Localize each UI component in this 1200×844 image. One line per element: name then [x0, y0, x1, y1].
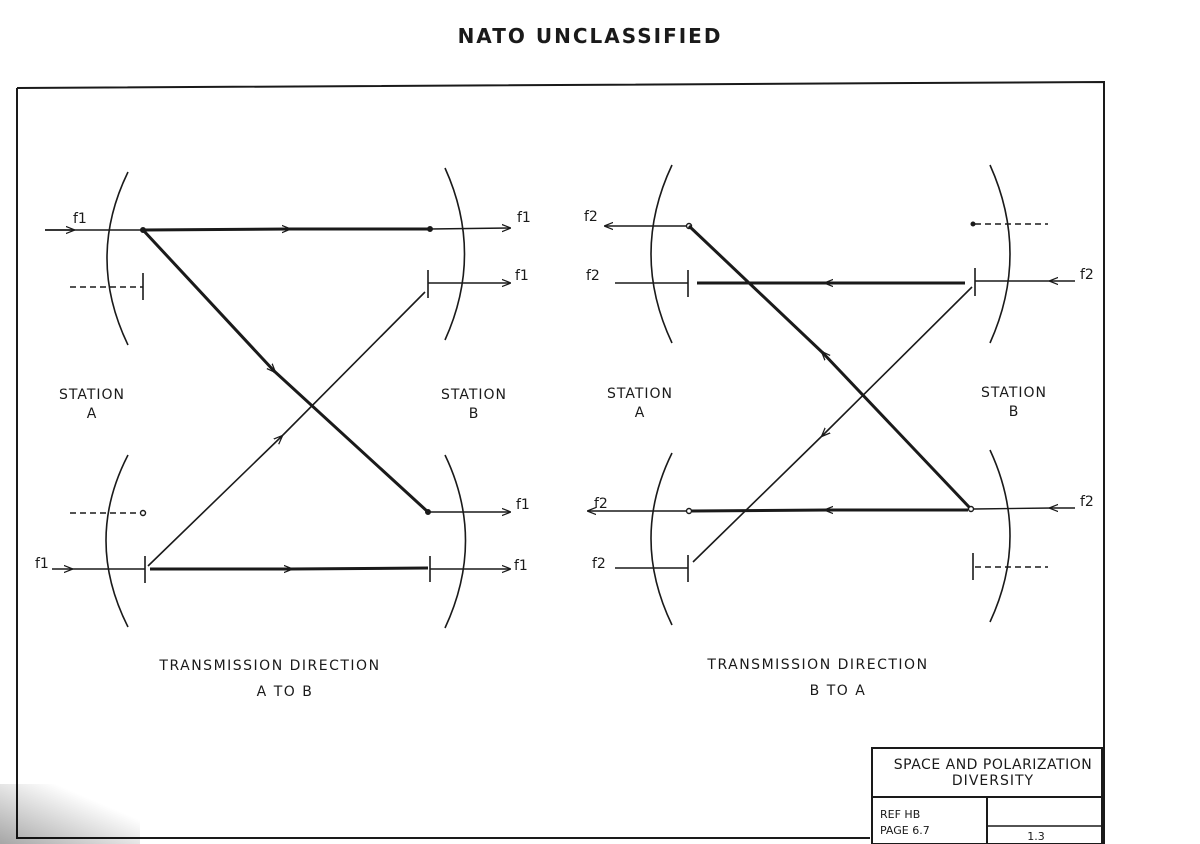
caption-left-1: TRANSMISSION DIRECTION [158, 658, 380, 674]
r-freq-output-2: f2 [586, 268, 600, 284]
outer-frame [16, 80, 1105, 844]
station-b-label-1: STATION [441, 387, 507, 403]
r-station-b-label-1: STATION [981, 385, 1047, 401]
station-a-label-2: A [87, 406, 98, 422]
title-block-ref: REF HB [880, 808, 920, 821]
scan-shadow [0, 784, 140, 844]
r-station-a-label-2: A [635, 405, 646, 421]
dish-a-top [106, 171, 129, 346]
r-diagonal-bottom-b-to-top-a-2 [687, 224, 826, 356]
freq-output-1: f1 [517, 210, 531, 226]
freq-output-2: f1 [515, 268, 529, 284]
r-freq-input-bottom: f2 [1080, 494, 1094, 510]
left-panel [45, 167, 510, 629]
diagonal-bottom-a-to-top-b [147, 436, 282, 567]
freq-input-bottom: f1 [35, 556, 49, 572]
caption-left-2: A TO B [257, 684, 314, 700]
bottom-path-main-2 [289, 566, 429, 571]
title-block-number: 1.3 [1027, 830, 1045, 843]
r-station-a-label-1: STATION [607, 386, 673, 402]
r-freq-output-1: f2 [584, 209, 598, 225]
diagonal-top-a-to-bottom-b-2 [271, 368, 430, 514]
dish-b-top [444, 167, 466, 341]
r-freq-input-top: f2 [1080, 267, 1094, 283]
r-top-spare-node [970, 221, 976, 227]
r-bottom-node-a [685, 507, 693, 515]
title-block-page: PAGE 6.7 [880, 824, 930, 837]
caption-right-2: B TO A [810, 683, 867, 699]
r-diagonal-top-b-to-bottom-a-2 [692, 433, 825, 563]
dish-a-top-r [650, 164, 673, 344]
diagonal-top-a-to-bottom-b [141, 228, 275, 372]
top-path-main [142, 229, 290, 230]
output-1-line [429, 228, 510, 229]
classification-header: NATO UNCLASSIFIED [457, 24, 723, 48]
freq-output-4: f1 [514, 558, 528, 574]
r-diagonal-bottom-b-to-top-a [822, 352, 972, 510]
right-panel-labels: f2 f2 f2 f2 f2 f2 STATION A STATION B TR… [584, 209, 1094, 699]
dish-b-bottom-r [989, 449, 1011, 623]
dish-a-bottom [105, 454, 129, 628]
title-block-title-2: DIVERSITY [952, 773, 1034, 789]
bottom-spare-node [139, 509, 147, 517]
dish-a-bottom-r [650, 452, 673, 626]
station-a-label-1: STATION [59, 387, 125, 403]
caption-right-1: TRANSMISSION DIRECTION [706, 657, 928, 673]
right-panel [588, 164, 1075, 626]
r-bottom-path-main-2 [691, 508, 829, 513]
station-b-label-2: B [469, 406, 480, 422]
dish-b-bottom [444, 454, 467, 629]
freq-output-3: f1 [516, 497, 530, 513]
dish-b-top-r [989, 164, 1011, 344]
left-panel-labels: f1 f1 f1 f1 f1 f1 STATION A STATION B TR… [35, 210, 531, 700]
title-block-title-1: SPACE AND POLARIZATION [894, 757, 1092, 773]
freq-input-top: f1 [73, 211, 87, 227]
r-input-bottom-line [973, 507, 1053, 510]
diagonal-bottom-a-to-top-b-2 [279, 291, 426, 439]
title-block-text: SPACE AND POLARIZATION DIVERSITY REF HB … [880, 757, 1092, 843]
r-bottom-node-b [967, 505, 975, 513]
r-diagonal-top-b-to-bottom-a [822, 286, 973, 436]
r-freq-output-4: f2 [592, 556, 606, 572]
title-block [871, 747, 1103, 844]
r-station-b-label-2: B [1009, 404, 1020, 420]
r-freq-output-3: f2 [594, 496, 608, 512]
